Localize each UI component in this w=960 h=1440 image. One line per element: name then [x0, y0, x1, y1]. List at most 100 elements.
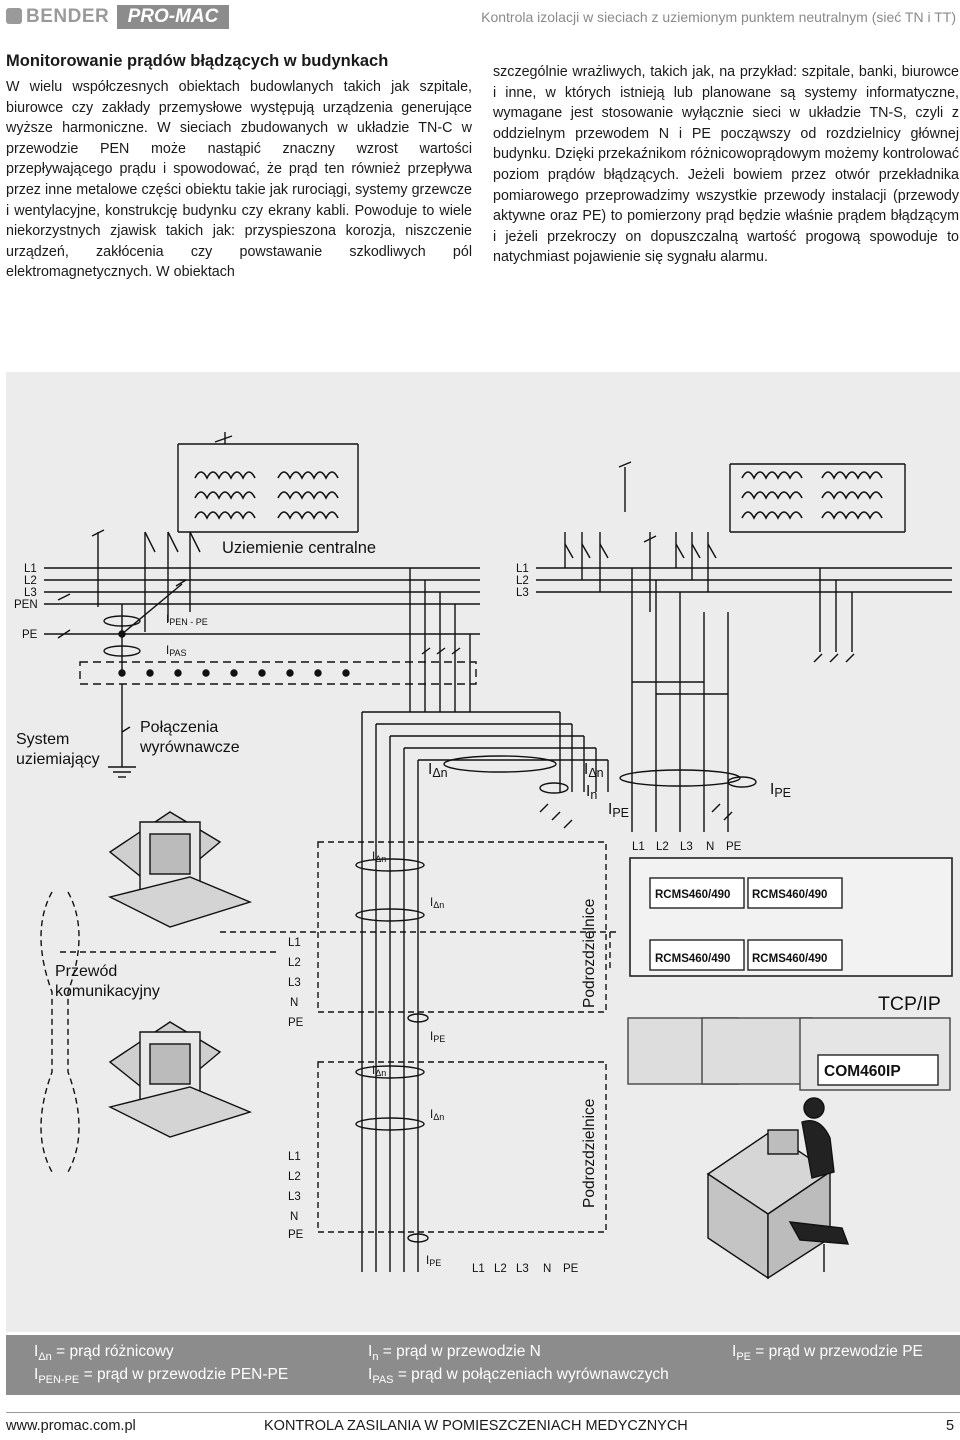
ipe-sub: PE [774, 786, 791, 800]
main-conductors [108, 568, 609, 1272]
ipas-sym: I [166, 645, 169, 657]
rcms-label: RCMS460/490 [655, 953, 730, 965]
legend-in-sub: n [372, 1351, 379, 1364]
left-feeders [91, 529, 201, 632]
computer-icon [107, 811, 253, 928]
pe-label: PE [22, 629, 38, 641]
article-text-right: szczególnie wrażliwych, takich jak, na p… [493, 64, 959, 266]
communication-cable [40, 891, 620, 1173]
legend-ipe: IPE = prąd w przewodzie PE [732, 1343, 923, 1363]
system-label: System [16, 731, 69, 748]
svg-text:IPE: IPE [426, 1255, 441, 1268]
bottom-bus-labels: L1 L2 L3 N PE [472, 1263, 579, 1275]
bottom-label: L3 [516, 1263, 529, 1275]
przewod-label: komunikacyjny [55, 983, 160, 1000]
idn-sym: I [372, 851, 375, 863]
right-riser-labels: L1 L2 L3 N PE [632, 841, 742, 853]
bottom-label: N [543, 1263, 551, 1275]
polaczenia-label: wyrównawcze [139, 739, 240, 756]
bus-label: L1 [288, 937, 301, 949]
legend-ipas-sym: I [368, 1366, 373, 1383]
promac-logo: PRO-MAC [117, 5, 229, 29]
legend-in-text: = prąd w przewodzie N [378, 1343, 541, 1360]
ipen-sub: PEN - PE [169, 617, 208, 627]
svg-text:In: In [586, 783, 597, 802]
riser-label: L1 [632, 841, 645, 853]
svg-text:IΔn: IΔn [430, 897, 444, 910]
header-title: Kontrola izolacji w sieciach z uziemiony… [481, 9, 956, 25]
bottom-label: L1 [472, 1263, 485, 1275]
earthing-system: System uziemiający Połączenia wyrównawcz… [16, 719, 240, 768]
ipe-sub: PE [612, 806, 629, 820]
rcms-labels: RCMS460/490 RCMS460/490 RCMS460/490 RCMS… [655, 889, 827, 965]
polaczenia-label: Połączenia [140, 719, 218, 736]
com-label: COM460IP [824, 1063, 901, 1080]
idn-sym: I [430, 897, 433, 909]
idn-sym: I [428, 761, 432, 778]
left-bus-label: PEN [14, 599, 38, 611]
footer-url[interactable]: www.promac.com.pl [6, 1418, 136, 1434]
transformer-left [177, 432, 359, 533]
bus-label: L1 [288, 1151, 301, 1163]
svg-text:IPEN - PE: IPEN - PE [166, 614, 208, 627]
bus-label: L3 [288, 977, 301, 989]
left-bus-label: L1 [24, 563, 37, 575]
legend-ipe-sym: I [732, 1343, 737, 1360]
ipen-sym: I [166, 614, 169, 626]
legend-ipas-sub: PAS [372, 1374, 394, 1387]
transformer-right [618, 461, 906, 533]
riser-label: L2 [656, 841, 669, 853]
sub-bus-labels-2: L1 L2 L3 N PE [288, 1151, 304, 1241]
svg-text:IΔn: IΔn [430, 1109, 444, 1122]
footer-divider [6, 1412, 960, 1413]
idn-sym: I [372, 1065, 375, 1077]
ipe-sub: PE [433, 1034, 445, 1044]
svg-text:IPE: IPE [608, 801, 629, 820]
right-bus-bars [536, 532, 952, 612]
legend-ipen-sub: PEN-PE [38, 1374, 80, 1387]
right-bus-label: L2 [516, 575, 529, 587]
page-header: BENDER PRO-MAC Kontrola izolacji w sieci… [0, 0, 960, 36]
equipotential-bar [79, 661, 477, 685]
legend-ipen-sym: I [34, 1366, 39, 1383]
legend: IΔn = prąd różnicowy In = prąd w przewod… [6, 1335, 960, 1395]
idn-sub: Δn [588, 766, 603, 780]
bottom-label: L2 [494, 1263, 507, 1275]
ipas-sub: PAS [169, 648, 186, 658]
legend-idn-text: = prąd różnicowy [51, 1343, 174, 1360]
in-sym: I [586, 783, 590, 800]
idn-sym: I [430, 1109, 433, 1121]
riser-label: L3 [680, 841, 693, 853]
left-bus-bars [44, 567, 480, 639]
current-transformers [355, 755, 569, 1243]
center-current-labels: IΔn IΔn In IPE IPE [428, 761, 791, 820]
right-risers [619, 568, 855, 832]
svg-text:IPE: IPE [430, 1031, 445, 1044]
wiring-diagram: L1 L2 L3 PEN PE Uziemienie centralne L1 … [14, 432, 953, 1280]
svg-text:IΔn: IΔn [428, 761, 448, 780]
system-label: uziemiający [16, 751, 100, 768]
riser-label: N [706, 841, 714, 853]
left-bus-label: L3 [24, 587, 37, 599]
idn-sym: I [584, 761, 588, 778]
idn-sub: Δn [433, 900, 444, 910]
right-bus-labels: L1 L2 L3 [516, 563, 529, 599]
subdistribution-boxes [317, 841, 607, 1233]
uziemienie-label: Uziemienie centralne [222, 539, 376, 557]
bender-logo: BENDER [6, 6, 109, 28]
rcms-label: RCMS460/490 [752, 889, 827, 901]
svg-text:IΔn: IΔn [372, 1065, 386, 1078]
bus-label: L2 [288, 1171, 301, 1183]
bender-logo-text: BENDER [26, 6, 110, 27]
page-number: 5 [946, 1418, 955, 1434]
legend-ipen: IPEN-PE = prąd w przewodzie PEN-PE [34, 1366, 288, 1386]
ipe-sub: PE [429, 1258, 441, 1268]
svg-text:IΔn: IΔn [584, 761, 604, 780]
ipen-label: IPEN - PE IPAS [166, 614, 208, 658]
bus-label: PE [288, 1229, 304, 1241]
svg-text:IPAS: IPAS [166, 645, 187, 658]
bender-logo-mark-icon [6, 8, 22, 24]
podrozdzielnice-label: Podrozdzielnice [581, 899, 598, 1008]
tcpip-label: TCP/IP [878, 993, 941, 1015]
operator-workstation-icon [706, 1097, 850, 1280]
